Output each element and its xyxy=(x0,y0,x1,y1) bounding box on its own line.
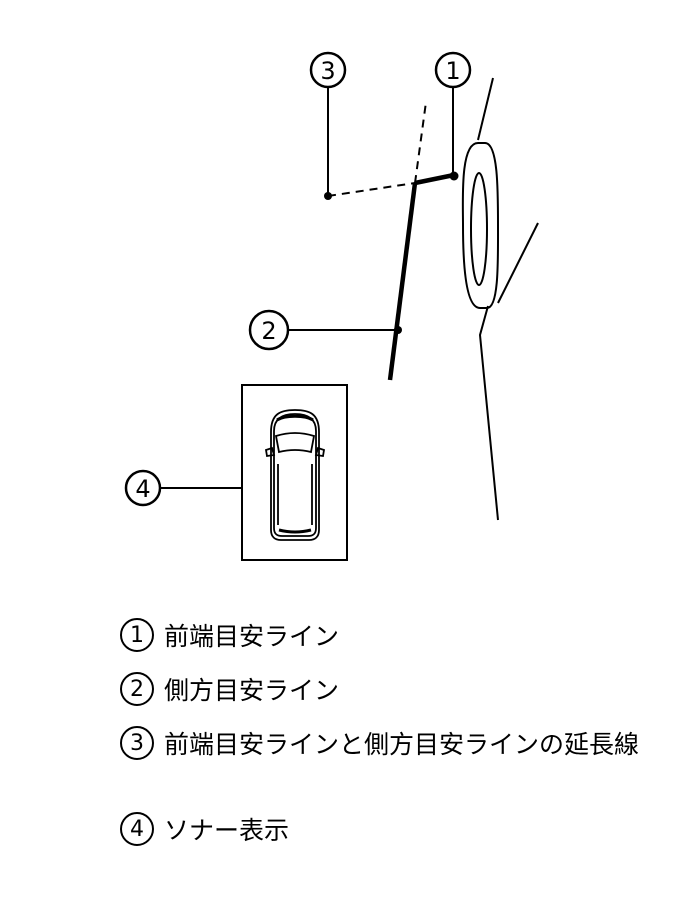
wheel-inner xyxy=(470,172,488,286)
vehicle-body-line-fender xyxy=(497,222,539,304)
vehicle-body-line-front xyxy=(477,77,494,141)
sonar-display-frame xyxy=(241,384,348,561)
callout-3-label: 3 xyxy=(320,57,335,85)
number-badge-3: 3 xyxy=(120,726,154,760)
callout-4-circle xyxy=(124,469,162,507)
wheel xyxy=(461,142,500,309)
number-badge-2: 2 xyxy=(120,672,154,706)
front-extension-line xyxy=(327,182,416,197)
front-guide-line xyxy=(414,172,455,186)
legend-text-2: 側方目安ライン xyxy=(164,676,340,705)
legend-item-2: 2 側方目安ライン xyxy=(120,672,660,707)
callout-4-label: 4 xyxy=(135,475,150,503)
callout-1-label: 1 xyxy=(445,57,460,85)
legend-text-4: ソナー表示 xyxy=(164,816,290,845)
legend-item-3: 3 前端目安ラインと側方目安ラインの延長線 xyxy=(120,726,660,761)
car-top-view-icon xyxy=(264,409,326,541)
legend-text-1: 前端目安ライン xyxy=(164,622,340,651)
number-badge-4: 4 xyxy=(120,812,154,846)
side-extension-line xyxy=(414,101,427,184)
guide-line-diagram: 3 1 2 4 xyxy=(124,51,539,561)
callout-2-label: 2 xyxy=(261,317,276,345)
side-guide-line xyxy=(387,182,418,381)
legend-text-3: 前端目安ラインと側方目安ラインの延長線 xyxy=(164,730,640,759)
vehicle-body-line-side xyxy=(478,305,499,521)
number-badge-1: 1 xyxy=(120,618,154,652)
legend-item-1: 1 前端目安ライン xyxy=(120,618,660,653)
legend-item-4: 4 ソナー表示 xyxy=(120,812,660,847)
